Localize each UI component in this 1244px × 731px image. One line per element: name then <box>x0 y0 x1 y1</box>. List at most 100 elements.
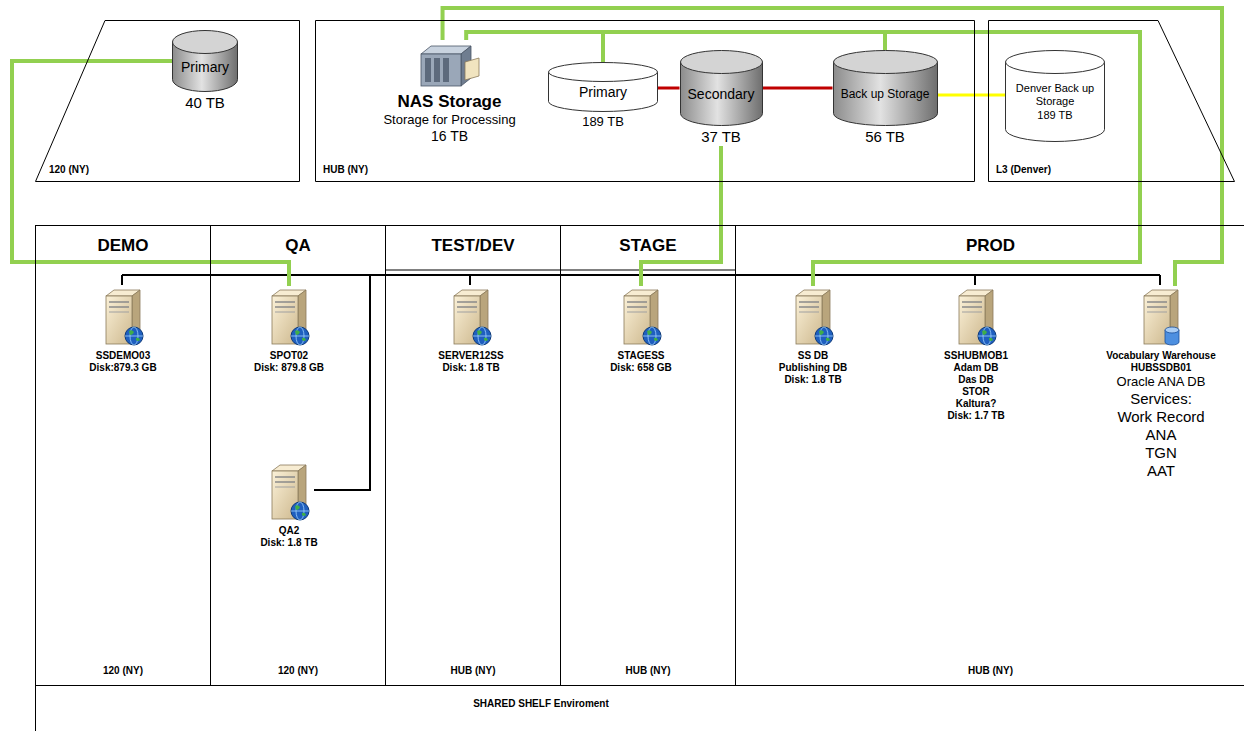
node-text: HUB (NY) <box>561 665 735 677</box>
server-icon <box>264 461 314 523</box>
site-region: L3 (Denver) Denver Back up Storage189 TB <box>988 20 1235 182</box>
node-text: Disk:879.3 GB <box>89 362 157 374</box>
storage-cylinder: Secondary 37 TB <box>680 50 763 146</box>
node-text: TEST/DEV <box>386 236 560 256</box>
node-text: QA <box>211 236 385 256</box>
label-wrap: QA <box>211 236 385 256</box>
label-wrap: TEST/DEV <box>386 236 560 256</box>
storage-link <box>12 61 289 286</box>
node-text: 37 TB <box>680 128 763 146</box>
icon-graphic <box>796 290 833 345</box>
icon-graphic <box>106 290 143 345</box>
label-wrap: 40 TB <box>172 94 238 112</box>
node-text: 120 (NY) <box>211 665 385 677</box>
node-text: Adam DB <box>944 362 1008 374</box>
node-text: DEMO <box>36 236 210 256</box>
node-text: Denver Back up Storage <box>1013 82 1097 108</box>
node-text: AAT <box>1106 462 1216 480</box>
server-node: SPOT02Disk: 879.8 GB <box>251 286 328 374</box>
node-text: 16 TB <box>383 128 516 145</box>
node-text: Vocabulary Warehouse <box>1106 350 1216 362</box>
node-text: HUB (NY) <box>736 665 1244 677</box>
label-wrap: 120 (NY) <box>49 164 89 176</box>
node-text: TGN <box>1106 444 1216 462</box>
nas-icon <box>415 40 485 90</box>
storage-link <box>938 94 1006 97</box>
node-text: Primary <box>579 84 627 101</box>
site-region: HUB (NY) NAS StorageStorage for Processin… <box>315 20 975 182</box>
node-text: Back up Storage <box>841 87 930 101</box>
node-text: 189 TB <box>1013 109 1097 122</box>
node-text: QA2 <box>260 525 318 537</box>
node-text: HUBSSDB01 <box>1106 362 1216 374</box>
node-text: Secondary <box>688 86 755 103</box>
node-text: Disk: 1.8 TB <box>779 374 848 386</box>
node-text: Primary <box>181 59 229 76</box>
label-wrap: 120 (NY) <box>211 665 385 677</box>
icon-graphic <box>454 290 491 345</box>
node-text: PROD <box>736 236 1244 256</box>
server-node: SERVER12SSDisk: 1.8 TB <box>435 286 507 374</box>
environment-column: STAGE HUB (NY) STAGESSDisk: 658 GB <box>561 226 736 686</box>
cylinder-top <box>1006 51 1105 74</box>
storage-link <box>763 87 833 90</box>
label-wrap: HUB (NY) <box>736 665 1244 677</box>
node-text: ANA <box>1106 426 1216 444</box>
node-text: SSHUBMOB1 <box>944 350 1008 362</box>
node-text: SSDEMO03 <box>89 350 157 362</box>
node-text: Services: <box>1106 390 1216 408</box>
node-text: Publishing DB <box>779 362 848 374</box>
region-outline <box>35 20 300 182</box>
cylinder-top <box>680 51 762 74</box>
label-wrap: HUB (NY) <box>561 665 735 677</box>
node-text: 40 TB <box>172 94 238 112</box>
server-icon <box>98 286 148 348</box>
server-icon <box>788 286 838 348</box>
server-node: QA2Disk: 1.8 TB <box>257 461 321 549</box>
label-wrap: L3 (Denver) <box>996 164 1051 176</box>
storage-link <box>658 87 680 90</box>
label-wrap: PROD <box>736 236 1244 256</box>
server-icon <box>264 286 314 348</box>
node-text: STAGE <box>561 236 735 256</box>
environment-column: QA 120 (NY) SPOT02Disk: 879.8 GB QA2Disk: 1… <box>211 226 386 686</box>
cylinder-top <box>549 63 658 82</box>
node-text: Oracle ANA DB <box>1106 374 1216 390</box>
icon-graphic <box>272 290 309 345</box>
environment-column: DEMO120 (NY)SSDEMO03Disk:879.3 GB <box>36 226 211 686</box>
label-wrap: 189 TB <box>548 114 658 130</box>
server-node: SS DBPublishing DBDisk: 1.8 TB <box>776 286 851 386</box>
server-node: STAGESSDisk: 658 GB <box>607 286 675 374</box>
node-text: L3 (Denver) <box>996 164 1051 176</box>
region-border <box>989 21 1235 182</box>
storage-link <box>466 32 1140 286</box>
server-node: SSHUBMOB1Adam DBDas DBSTORKaltura?Disk: … <box>941 286 1011 422</box>
label-wrap: STAGE <box>561 236 735 256</box>
node-text: Disk: 658 GB <box>610 362 672 374</box>
storage-cylinder: Back up Storage 56 TB <box>833 50 938 146</box>
label-wrap: Primary <box>172 42 238 92</box>
node-text: 189 TB <box>548 114 658 130</box>
node-text: Disk: 1.7 TB <box>944 410 1008 422</box>
node-text: HUB (NY) <box>386 665 560 677</box>
label-wrap: HUB (NY) <box>323 164 368 176</box>
environment-column: TEST/DEV HUB (NY) SERVER12SSDisk: 1.8 TB <box>386 226 561 686</box>
network-branch-line <box>314 275 370 490</box>
site-region: 120 (NY) Primary 40 TB <box>35 20 300 182</box>
node-text: SHARED SHELF Enviroment <box>36 698 1046 710</box>
server-node: NAS StorageStorage for Processing16 TB <box>380 40 519 145</box>
label-wrap: Primary <box>548 72 658 112</box>
node-text: 56 TB <box>833 128 938 146</box>
node-text: HUB (NY) <box>323 164 368 176</box>
icon-graphic <box>421 46 479 86</box>
cylinder-top <box>833 51 937 74</box>
storage-link <box>603 32 1140 286</box>
storage-cylinder: Denver Back up Storage189 TB <box>1005 50 1105 142</box>
node-text: 120 (NY) <box>49 164 89 176</box>
label-wrap: DEMO <box>36 236 210 256</box>
storage-link <box>443 8 1222 286</box>
region-border <box>316 21 975 182</box>
server-icon <box>1136 286 1186 348</box>
environment-column: PROD HUB (NY) SS DBPublishing DBDisk: 1.8 … <box>736 226 1244 686</box>
